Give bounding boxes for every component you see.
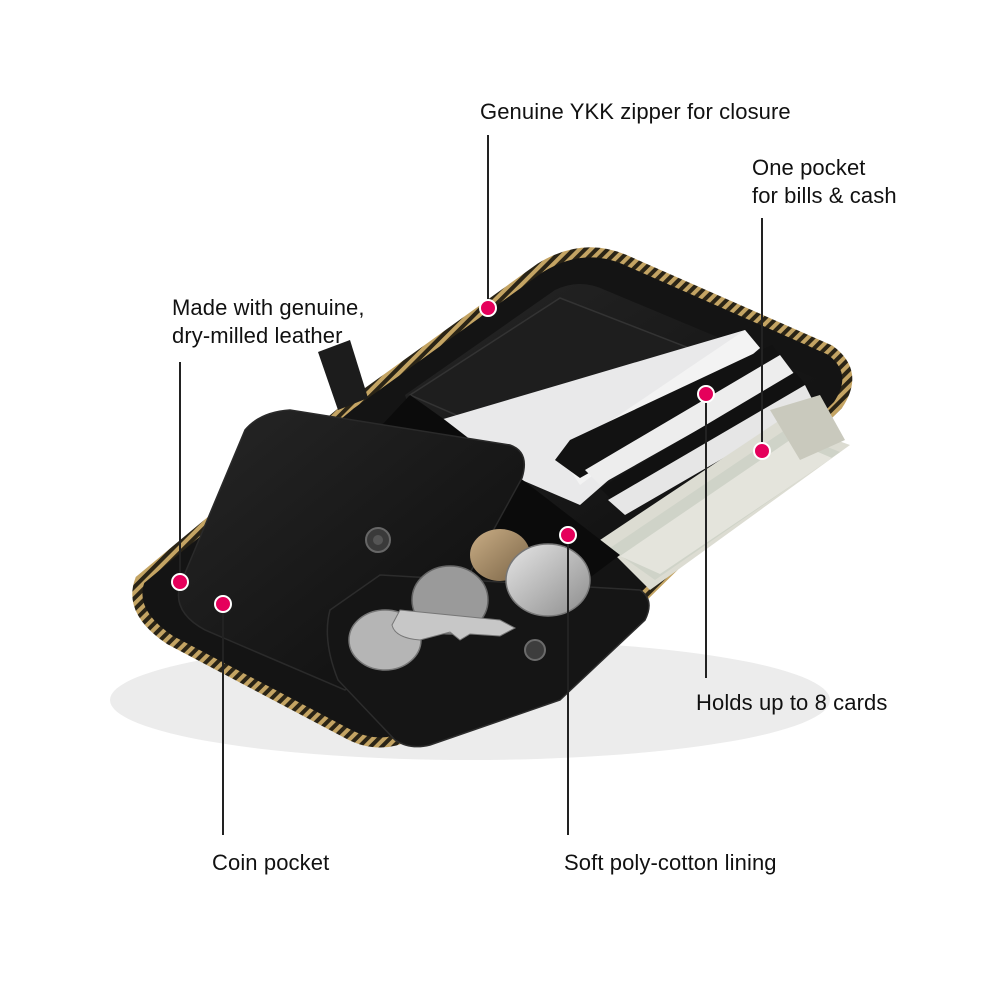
label-coin-pocket: Coin pocket <box>212 850 330 875</box>
label-zipper: Genuine YKK zipper for closure <box>480 99 791 124</box>
label-leather: Made with genuine, dry-milled leather <box>172 295 365 348</box>
snap-stud-icon <box>524 639 546 661</box>
leader-lines <box>179 135 763 835</box>
callout-dot-coin-pocket <box>214 595 232 613</box>
cash-notes-icon <box>600 395 850 590</box>
zipper-track-icon <box>132 247 853 748</box>
label-lining: Soft poly-cotton lining <box>564 850 777 875</box>
callout-dot-leather <box>171 573 189 591</box>
label-bills: One pocket for bills & cash <box>752 155 897 208</box>
callout-dot-zipper <box>479 299 497 317</box>
callout-dot-bills <box>753 442 771 460</box>
callout-dot-cards <box>697 385 715 403</box>
label-cards: Holds up to 8 cards <box>696 690 888 715</box>
coin-flap <box>177 409 525 691</box>
callout-dot-lining <box>559 526 577 544</box>
zipper-pull-icon <box>318 340 368 410</box>
